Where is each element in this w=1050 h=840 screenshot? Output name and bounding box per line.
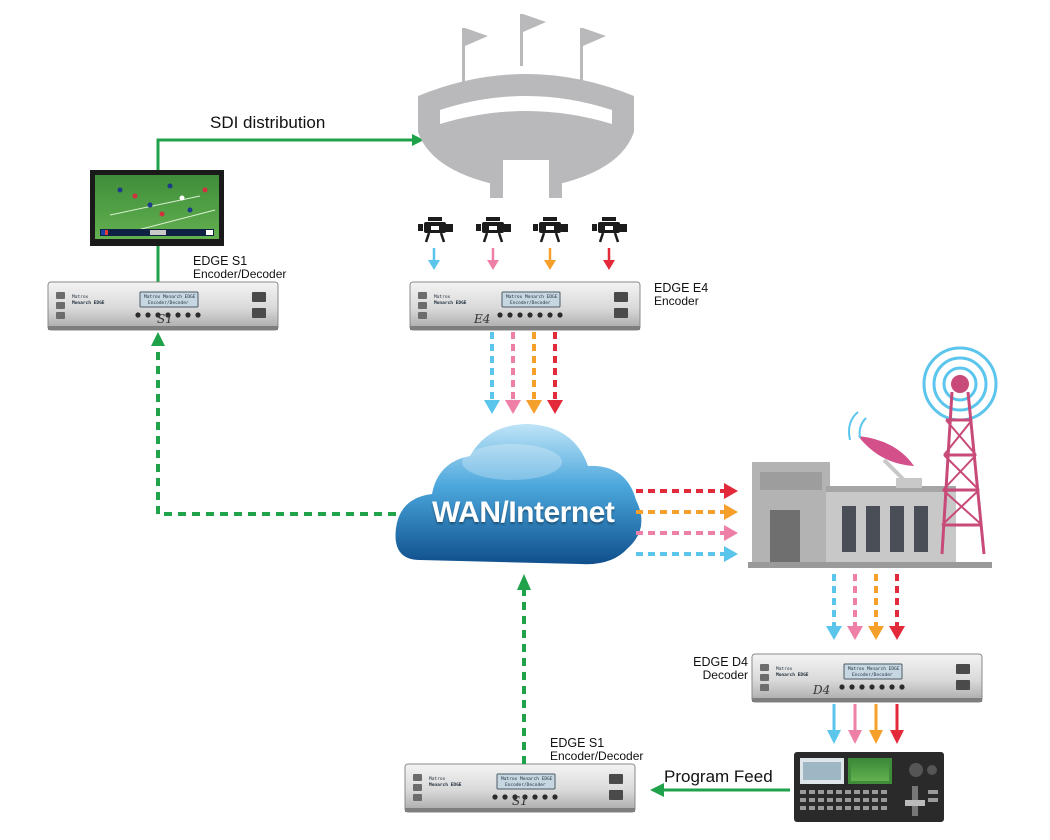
edge-d4-device: D4 [751, 653, 983, 703]
camera-icon [474, 215, 513, 244]
device-name: EDGE D4 [693, 655, 748, 669]
stadium-icon [418, 14, 634, 198]
device-name: EDGE S1 [193, 254, 248, 268]
device-role: Encoder [654, 294, 699, 308]
camera-icon [416, 215, 455, 244]
program-feed-arrow [650, 783, 790, 797]
station-to-d4-arrows [826, 574, 905, 640]
edge-e4-device: E4 [409, 281, 641, 331]
satellite-dish-icon [848, 411, 922, 488]
device-role: Decoder [702, 668, 748, 682]
device-badge: S1 [157, 312, 173, 326]
camera-icon [590, 215, 629, 244]
edge-s1-bottom-device: S1 [404, 763, 636, 813]
device-badge: D4 [812, 683, 830, 697]
cloud-icon [395, 424, 642, 565]
device-role: Encoder/Decoder [193, 267, 287, 281]
device-badge: E4 [473, 312, 490, 326]
production-switcher-icon [794, 752, 944, 822]
e4-stream-arrows [484, 332, 563, 414]
tv-monitor-icon [90, 170, 224, 246]
edge-s1-top-device: S1 [47, 281, 279, 331]
broadcast-station-icon [748, 462, 992, 568]
edge-s1-top-label: EDGE S1 Encoder/Decoder [193, 255, 286, 281]
wan-internet-label: WAN/Internet [432, 496, 615, 529]
transmission-tower-icon [922, 346, 998, 555]
camera-icon [531, 215, 570, 244]
edge-s1-bottom-label: EDGE S1 Encoder/Decoder [550, 737, 643, 763]
d4-to-switcher-arrows [827, 704, 904, 744]
cloud-to-s1-arrow [151, 332, 396, 516]
device-badge: S1 [512, 794, 528, 808]
device-name: EDGE E4 [654, 281, 709, 295]
sdi-distribution-label: SDI distribution [210, 113, 326, 132]
camera-feed-arrows [428, 248, 615, 270]
cloud-to-station-arrows [636, 483, 738, 562]
device-name: EDGE S1 [550, 736, 605, 750]
edge-e4-label: EDGE E4 Encoder [654, 282, 708, 308]
program-feed-label: Program Feed [664, 767, 773, 786]
edge-d4-label: EDGE D4 Decoder [688, 656, 748, 682]
device-role: Encoder/Decoder [550, 749, 644, 763]
s1-to-cloud-arrow [517, 574, 531, 764]
